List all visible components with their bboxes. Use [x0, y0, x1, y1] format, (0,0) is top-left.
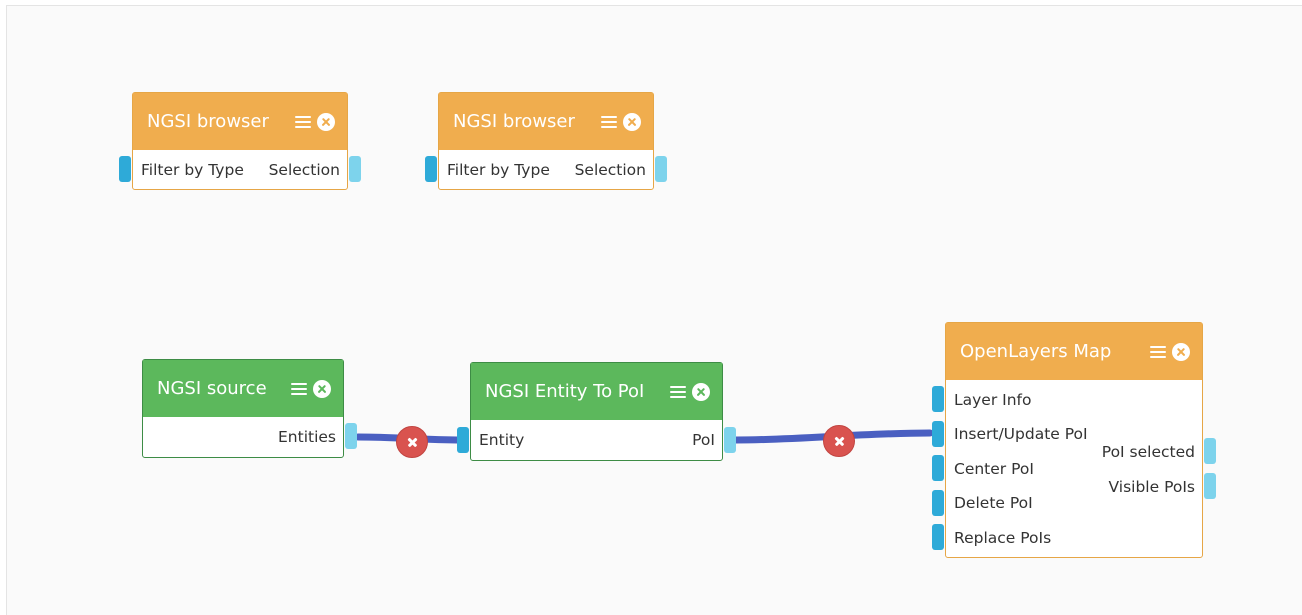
operator-header[interactable]: OpenLayers Map — [946, 323, 1202, 380]
operator-title: NGSI Entity To PoI — [485, 381, 645, 402]
remove-icon[interactable] — [313, 379, 331, 398]
output-label-poi: PoI — [692, 431, 715, 449]
input-anchor-insert-update-poi[interactable] — [932, 421, 944, 447]
output-anchor-selection[interactable] — [655, 156, 667, 182]
operator-ngsi-browser-1[interactable]: NGSI browser Filter by Type Selection — [132, 92, 348, 190]
menu-icon[interactable] — [670, 385, 686, 399]
output-anchor-selection[interactable] — [349, 156, 361, 182]
operator-ngsi-source[interactable]: NGSI source Entities — [142, 359, 344, 458]
menu-icon[interactable] — [1150, 345, 1166, 359]
output-anchor-entities[interactable] — [345, 423, 357, 449]
operator-ngsi-browser-2[interactable]: NGSI browser Filter by Type Selection — [438, 92, 654, 190]
input-label-entity: Entity — [479, 431, 525, 449]
remove-icon[interactable] — [623, 112, 641, 131]
operator-title: NGSI browser — [453, 111, 575, 132]
operator-title: NGSI browser — [147, 111, 269, 132]
delete-connection-button[interactable] — [823, 425, 855, 457]
output-label-visible-pois: Visible PoIs — [1108, 478, 1195, 496]
operator-header[interactable]: NGSI browser — [439, 93, 653, 150]
input-label-center-poi: Center PoI — [954, 460, 1034, 478]
operator-title: NGSI source — [157, 378, 267, 399]
delete-connection-button[interactable] — [396, 426, 428, 458]
input-label-insert-update-poi: Insert/Update PoI — [954, 425, 1088, 443]
operator-title: OpenLayers Map — [960, 341, 1112, 362]
input-anchor-replace-pois[interactable] — [932, 524, 944, 550]
operator-ngsi-entity-to-poi[interactable]: NGSI Entity To PoI Entity PoI — [470, 362, 723, 461]
remove-icon[interactable] — [317, 112, 335, 131]
menu-icon[interactable] — [601, 115, 617, 129]
remove-icon[interactable] — [1172, 342, 1190, 361]
input-anchor-layer-info[interactable] — [932, 386, 944, 412]
input-label-layer-info: Layer Info — [954, 391, 1032, 409]
output-label-entities: Entities — [278, 428, 336, 446]
output-anchor-poi[interactable] — [724, 427, 736, 453]
widget-openlayers-map[interactable]: OpenLayers Map Layer Info Insert/Update … — [945, 322, 1203, 558]
output-anchor-visible-pois[interactable] — [1204, 473, 1216, 499]
input-label-replace-pois: Replace PoIs — [954, 529, 1052, 547]
input-label-delete-poi: Delete PoI — [954, 494, 1033, 512]
input-label-filter-by-type: Filter by Type — [447, 161, 550, 179]
input-label-filter-by-type: Filter by Type — [141, 161, 244, 179]
input-anchor-delete-poi[interactable] — [932, 490, 944, 516]
operator-header[interactable]: NGSI browser — [133, 93, 347, 150]
input-anchor-filter-by-type[interactable] — [119, 156, 131, 182]
operator-header[interactable]: NGSI Entity To PoI — [471, 363, 722, 420]
output-anchor-poi-selected[interactable] — [1204, 438, 1216, 464]
output-label-poi-selected: PoI selected — [1101, 443, 1195, 461]
input-anchor-filter-by-type[interactable] — [425, 156, 437, 182]
output-label-selection: Selection — [268, 161, 340, 179]
menu-icon[interactable] — [295, 115, 311, 129]
input-anchor-entity[interactable] — [457, 427, 469, 453]
menu-icon[interactable] — [291, 382, 307, 396]
remove-icon[interactable] — [692, 382, 710, 401]
output-label-selection: Selection — [574, 161, 646, 179]
operator-header[interactable]: NGSI source — [143, 360, 343, 417]
input-anchor-center-poi[interactable] — [932, 455, 944, 481]
